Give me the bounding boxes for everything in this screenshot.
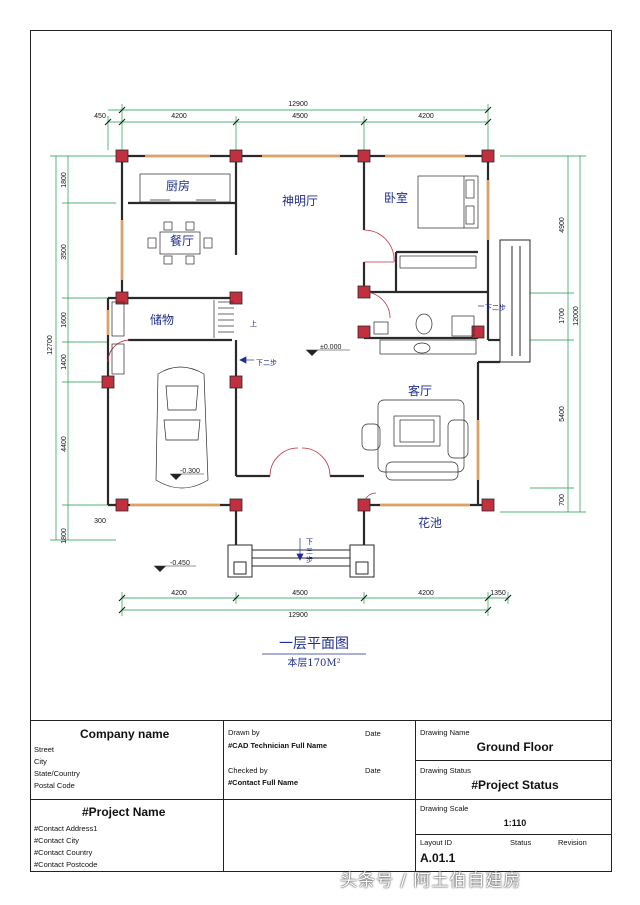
elevation-markers: ±0.000 -0.300 -0.450 [154, 344, 350, 572]
floor-plan: 12900 450 4200 4500 4200 4200 4500 4200 … [47, 101, 586, 669]
company-city: City [34, 757, 47, 766]
title-block: Company name Street City State/Country P… [30, 720, 612, 872]
label-shrine-hall: 神明厅 [282, 194, 318, 208]
car [155, 366, 209, 489]
company-street: Street [34, 745, 55, 754]
windows [106, 154, 490, 507]
dim-left-offset: 300 [94, 518, 106, 525]
drawing-scale-label: Drawing Scale [420, 804, 469, 813]
dimension-ticks [104, 106, 512, 614]
dim-bottom-seg-1: 4200 [171, 590, 187, 597]
elev-outside: -0.450 [170, 560, 190, 567]
status-label: Status [510, 838, 532, 847]
drawing-status-label: Drawing Status [420, 766, 471, 775]
elev-main: ±0.000 [320, 344, 341, 351]
dim-left-seg-2: 3500 [61, 244, 68, 260]
dim-right-seg-2: 1700 [559, 308, 566, 324]
contact-country: #Contact Country [34, 848, 93, 857]
entry-steps [227, 239, 531, 578]
step-arrows [239, 305, 484, 561]
kitchen-counter [139, 173, 231, 203]
dim-left-seg-3: 1600 [61, 312, 68, 328]
dimension-labels: 12900 450 4200 4500 4200 4200 4500 4200 … [47, 101, 580, 619]
dim-bottom-seg-2: 4500 [292, 590, 308, 597]
dim-left-seg-1: 1800 [61, 172, 68, 188]
checked-by-value: #Contact Full Name [228, 778, 299, 787]
dim-bottom-total: 12900 [288, 612, 308, 619]
label-bedroom: 卧室 [384, 190, 408, 205]
note-down-1: 下 [306, 538, 313, 546]
note-down-2: 三 [306, 547, 313, 555]
project-name: #Project Name [82, 805, 166, 819]
label-storage: 储物 [150, 312, 174, 327]
drawing-scale-value: 1:110 [503, 818, 527, 828]
room-labels: 厨房 餐厅 神明厅 卧室 储物 客厅 花池 [150, 178, 442, 530]
checked-by-label: Checked by [228, 766, 268, 775]
drawn-by-value: #CAD Technician Full Name [228, 741, 328, 750]
company-name: Company name [80, 727, 170, 741]
drawing-name-label: Drawing Name [420, 728, 470, 737]
drawing-sheet-border [30, 30, 612, 872]
note-up: 上 [250, 319, 257, 328]
note-down-two-steps-a: 下二步 [256, 359, 277, 367]
dim-bottom-seg-3: 4200 [418, 590, 434, 597]
label-kitchen: 厨房 [166, 178, 190, 193]
dim-bottom-offset: 1350 [490, 590, 506, 597]
structural-columns [101, 149, 495, 512]
layout-id-value: A.01.1 [420, 851, 456, 865]
drawn-by-label: Drawn by [228, 728, 260, 737]
dim-left-seg-4: 1400 [61, 354, 68, 370]
dim-top-seg-3: 4200 [418, 113, 434, 120]
label-flower-bed: 花池 [418, 515, 442, 530]
company-postal: Postal Code [34, 781, 75, 790]
contact-postcode: #Contact Postcode [34, 860, 98, 869]
walls [106, 154, 500, 545]
note-down-two-steps-b: 下二步 [485, 304, 506, 312]
label-dining: 餐厅 [170, 233, 194, 248]
date-label-1: Date [365, 729, 381, 738]
contact-city: #Contact City [34, 836, 80, 845]
dim-left-total: 12700 [47, 335, 54, 355]
furniture [111, 173, 479, 489]
door-swings [107, 229, 395, 506]
contact-address: #Contact Address1 [34, 824, 98, 833]
label-living: 客厅 [408, 383, 432, 398]
revision-label: Revision [558, 838, 587, 847]
layout-id-label: Layout ID [420, 838, 453, 847]
dim-right-seg-4: 700 [559, 494, 566, 506]
drawing-name-value: Ground Floor [476, 740, 554, 754]
dim-right-seg-1: 4900 [559, 217, 566, 233]
elev-garage: -0.300 [180, 468, 200, 475]
dimension-lines [50, 104, 586, 616]
dim-top-seg-2: 4500 [292, 113, 308, 120]
drawing-status-value: #Project Status [471, 778, 559, 792]
dim-right-total: 12000 [573, 306, 580, 326]
plan-area: 本层170M² [287, 656, 340, 669]
date-label-2: Date [365, 766, 381, 775]
dim-right-seg-3: 5400 [559, 406, 566, 422]
dining-table [159, 231, 201, 255]
dim-top-offset: 450 [94, 113, 106, 120]
step-notes: 上 下二步 下二步 下 三 步 [250, 304, 506, 564]
plan-title: 一层平面图 [279, 636, 349, 652]
watermark: 头条号 / 阿土伯自建房 [340, 871, 522, 891]
dim-top-seg-1: 4200 [171, 113, 187, 120]
dim-left-seg-5: 4400 [61, 436, 68, 452]
sofa-set [377, 399, 465, 473]
company-state: State/Country [34, 769, 80, 778]
dim-top-total: 12900 [288, 101, 308, 108]
note-down-3: 步 [306, 556, 313, 564]
dim-left-seg-6: 1800 [61, 528, 68, 544]
bed [417, 175, 479, 229]
toilet [415, 313, 433, 335]
